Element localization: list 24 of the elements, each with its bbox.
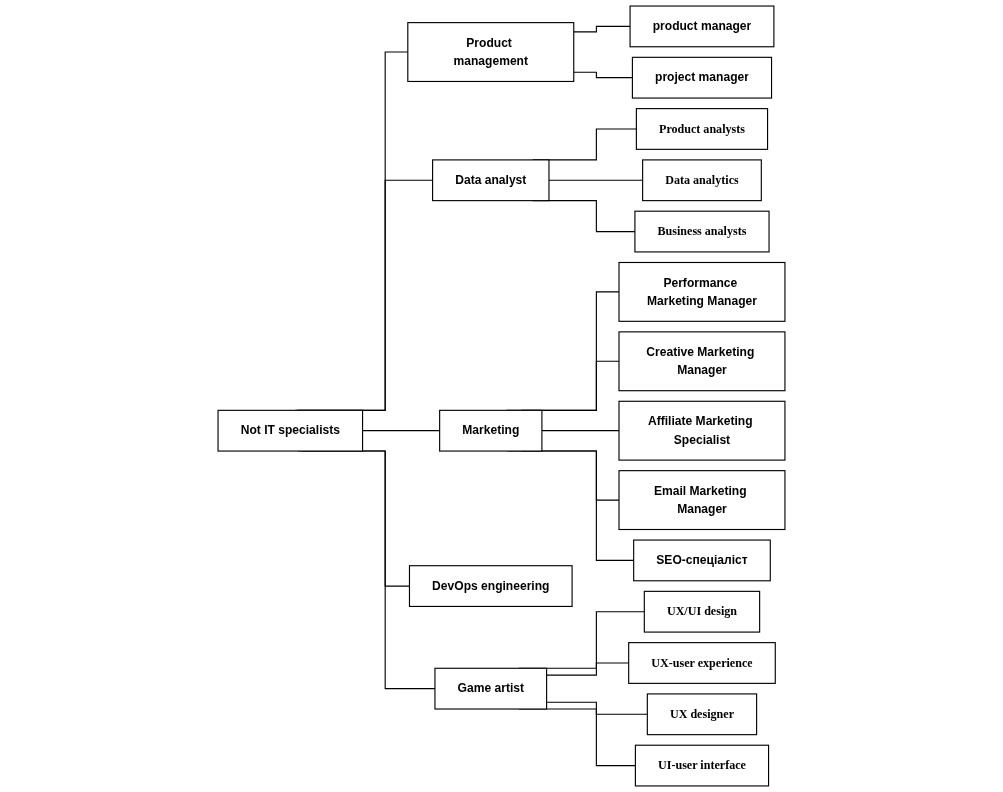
node-box: product manager xyxy=(629,5,775,48)
node-box: Creative Marketing Manager xyxy=(618,331,786,392)
node-box: DevOps engineering xyxy=(408,565,573,607)
node-box: Marketing xyxy=(439,409,543,452)
node-box: UI-user interface xyxy=(634,744,770,787)
node-box: Business analysts xyxy=(634,210,770,253)
connector xyxy=(546,701,648,715)
connector xyxy=(573,25,631,33)
node-box: Data analytics xyxy=(642,159,762,202)
connector xyxy=(573,71,633,79)
node-box: SEO-спеціаліст xyxy=(633,539,771,582)
node-box: Email Marketing Manager xyxy=(618,470,786,531)
node-box: UX/UI design xyxy=(643,590,761,633)
node-box: project manager xyxy=(631,56,773,99)
node-box: Game artist xyxy=(434,667,548,710)
node-box: Affiliate Marketing Specialist xyxy=(618,400,786,461)
node-box: UX designer xyxy=(646,693,758,736)
node-box: Product analysts xyxy=(635,108,769,150)
node-box: Data analyst xyxy=(432,159,550,202)
connector xyxy=(541,430,620,432)
node-box: UX-user experience xyxy=(628,642,776,684)
node-box: Performance Marketing Manager xyxy=(618,261,786,322)
node-box: Product management xyxy=(407,22,575,83)
node-box: Not IT specialists xyxy=(217,409,364,452)
